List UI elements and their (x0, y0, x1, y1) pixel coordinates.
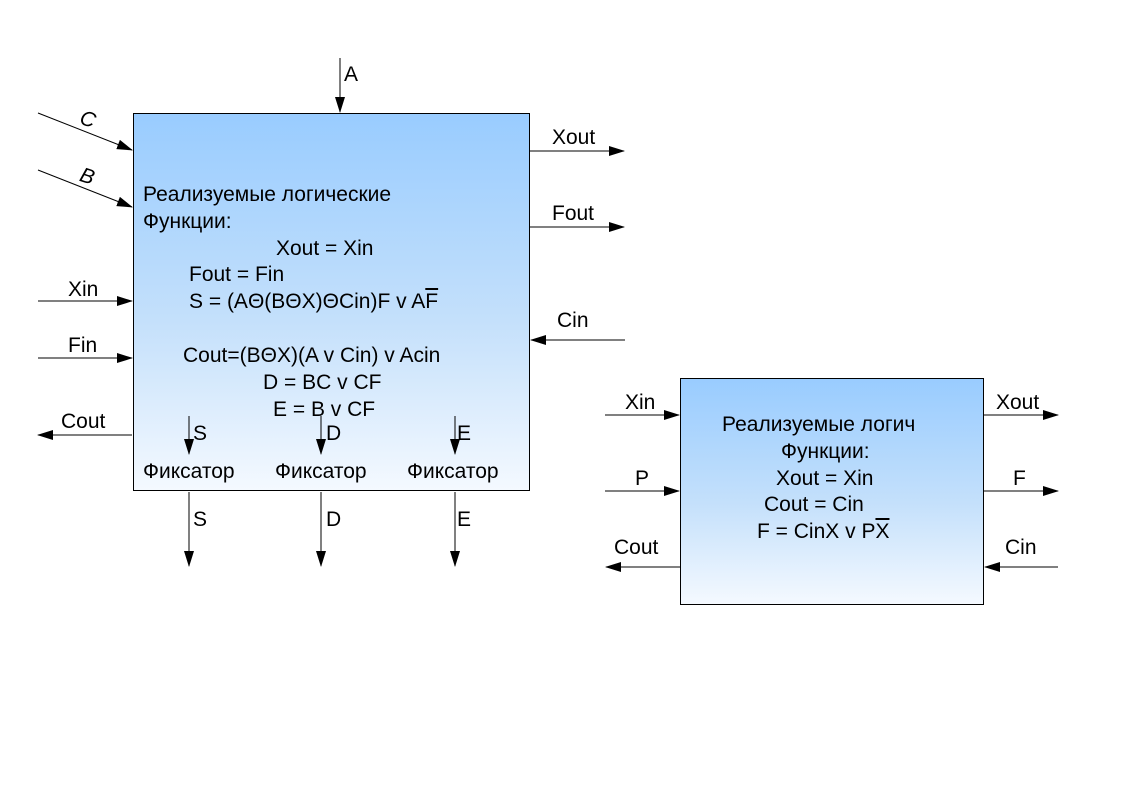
fixator-s-label: Фиксатор (143, 460, 235, 483)
main-eq-fout: Fout = Fin (189, 263, 285, 286)
small-output-xout-label: Xout (996, 391, 1040, 414)
internal-e-label: E (457, 422, 472, 445)
small-output-f-label: F (1013, 467, 1026, 490)
input-a-label: A (344, 63, 359, 86)
input-cin-label: Cin (557, 309, 589, 332)
output-e-label: E (457, 508, 472, 531)
main-logic-block (133, 113, 530, 491)
main-title-line1: Реализуемые логические (143, 183, 392, 206)
small-eq-xout: Xout = Xin (776, 467, 874, 490)
internal-d-label: D (326, 422, 342, 445)
input-xin-label: Xin (68, 278, 99, 301)
main-eq-xout: Xout = Xin (276, 237, 374, 260)
small-output-cout-label: Cout (614, 536, 659, 559)
fixator-e-label: Фиксатор (407, 460, 499, 483)
small-eq-f-negated: X (875, 520, 890, 543)
internal-s-label: S (193, 422, 208, 445)
output-d-label: D (326, 508, 342, 531)
main-eq-d: D = BC v CF (263, 371, 382, 394)
input-b-line (37, 169, 133, 208)
output-cout-label: Cout (61, 410, 106, 433)
small-title-line2: Функции: (781, 440, 870, 463)
small-eq-f: F = CinX v PX (757, 520, 889, 544)
small-logic-block (680, 378, 984, 605)
input-fin-label: Fin (68, 334, 98, 357)
main-eq-s: S = (AΘ(BΘX)ΘCin)F v AF (189, 290, 438, 314)
small-title-line1: Реализуемые логич (722, 413, 916, 436)
fixator-d-label: Фиксатор (275, 460, 367, 483)
main-title-line2: Функции: (143, 210, 232, 233)
main-eq-cout: Cout=(BΘX)(A v Cin) v Acin (183, 344, 441, 367)
output-s-label: S (193, 508, 208, 531)
small-eq-f-text: F = CinX v P (757, 520, 876, 543)
small-input-xin-label: Xin (625, 391, 656, 414)
small-input-p-label: P (635, 467, 650, 490)
small-input-cin-label: Cin (1005, 536, 1037, 559)
output-xout-label: Xout (552, 126, 596, 149)
main-eq-s-negated: F (425, 290, 439, 313)
output-fout-label: Fout (552, 202, 595, 225)
small-eq-cout: Cout = Cin (764, 493, 864, 516)
input-c-line (37, 112, 133, 151)
main-eq-e: E = B v CF (273, 398, 376, 421)
main-eq-s-text: S = (AΘ(BΘX)ΘCin)F v A (189, 290, 426, 313)
